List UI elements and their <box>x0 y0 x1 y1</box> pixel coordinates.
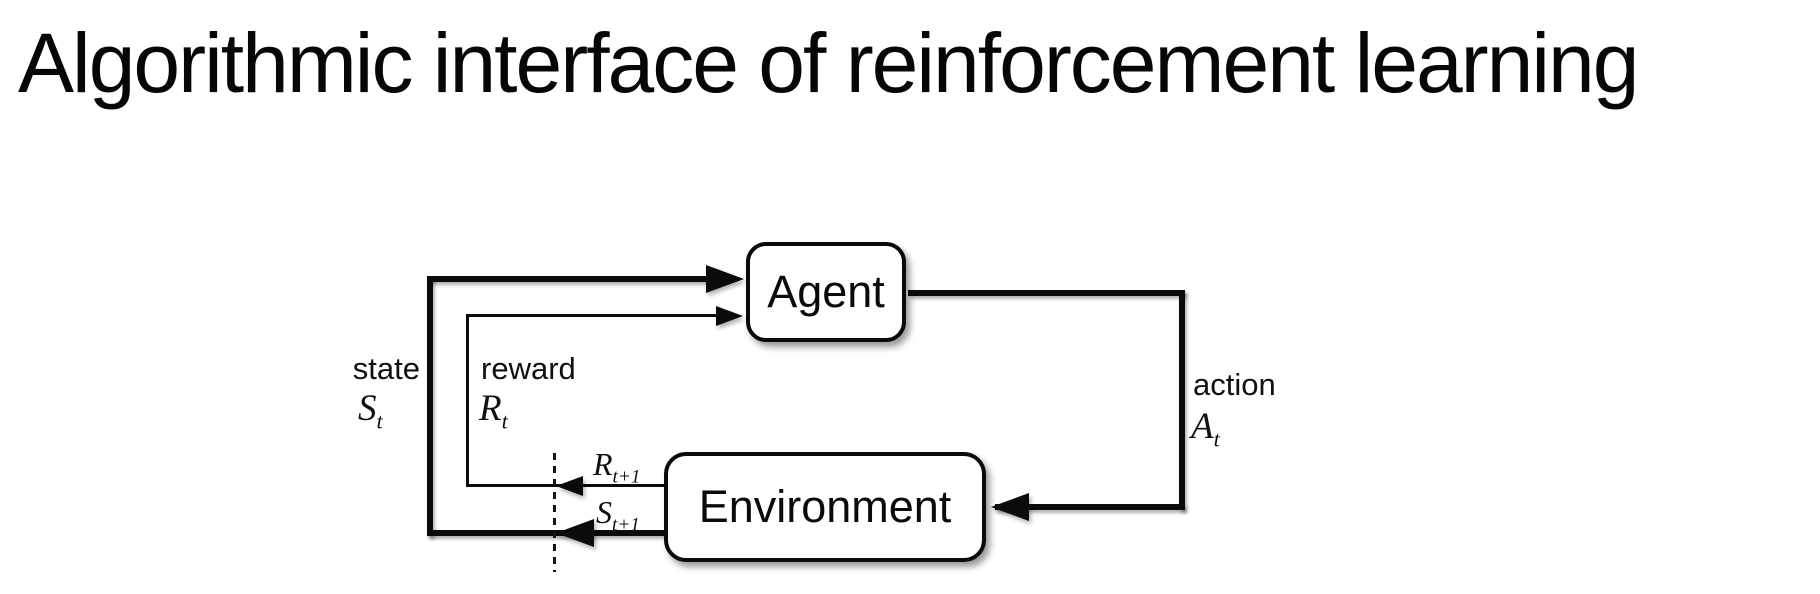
agent-box-label: Agent <box>767 266 885 317</box>
state-label: state <box>352 351 420 386</box>
next-reward-symbol: Rt+1 <box>593 446 641 488</box>
next-state-arrowhead-at-boundary <box>556 519 594 547</box>
next-state-symbol: St+1 <box>596 494 640 536</box>
state-line-vertical <box>427 276 433 536</box>
time-step-boundary-dashed-line <box>553 453 556 572</box>
action-arrowhead-into-environment <box>991 493 1029 521</box>
state-symbol: St <box>358 388 383 434</box>
action-line-bottom <box>995 504 1185 510</box>
state-line-top <box>427 276 710 282</box>
action-line-top <box>908 290 1185 296</box>
reward-line-vertical <box>466 314 469 487</box>
reward-arrowhead-into-agent <box>716 306 743 326</box>
next-state-line-bottom <box>427 530 665 536</box>
reward-symbol: Rt <box>479 388 508 434</box>
environment-box-label: Environment <box>698 481 952 532</box>
agent-box: Agent <box>746 242 906 342</box>
next-reward-arrowhead-at-boundary <box>556 476 583 496</box>
reward-line-top <box>466 314 718 317</box>
state-arrowhead-into-agent <box>706 265 744 293</box>
action-symbol: At <box>1191 406 1220 452</box>
slide-title: Algorithmic interface of reinforcement l… <box>18 16 1639 110</box>
reward-label: reward <box>481 351 576 386</box>
environment-box: Environment <box>664 452 986 562</box>
action-label: action <box>1193 367 1276 402</box>
action-line-vertical <box>1179 290 1185 510</box>
